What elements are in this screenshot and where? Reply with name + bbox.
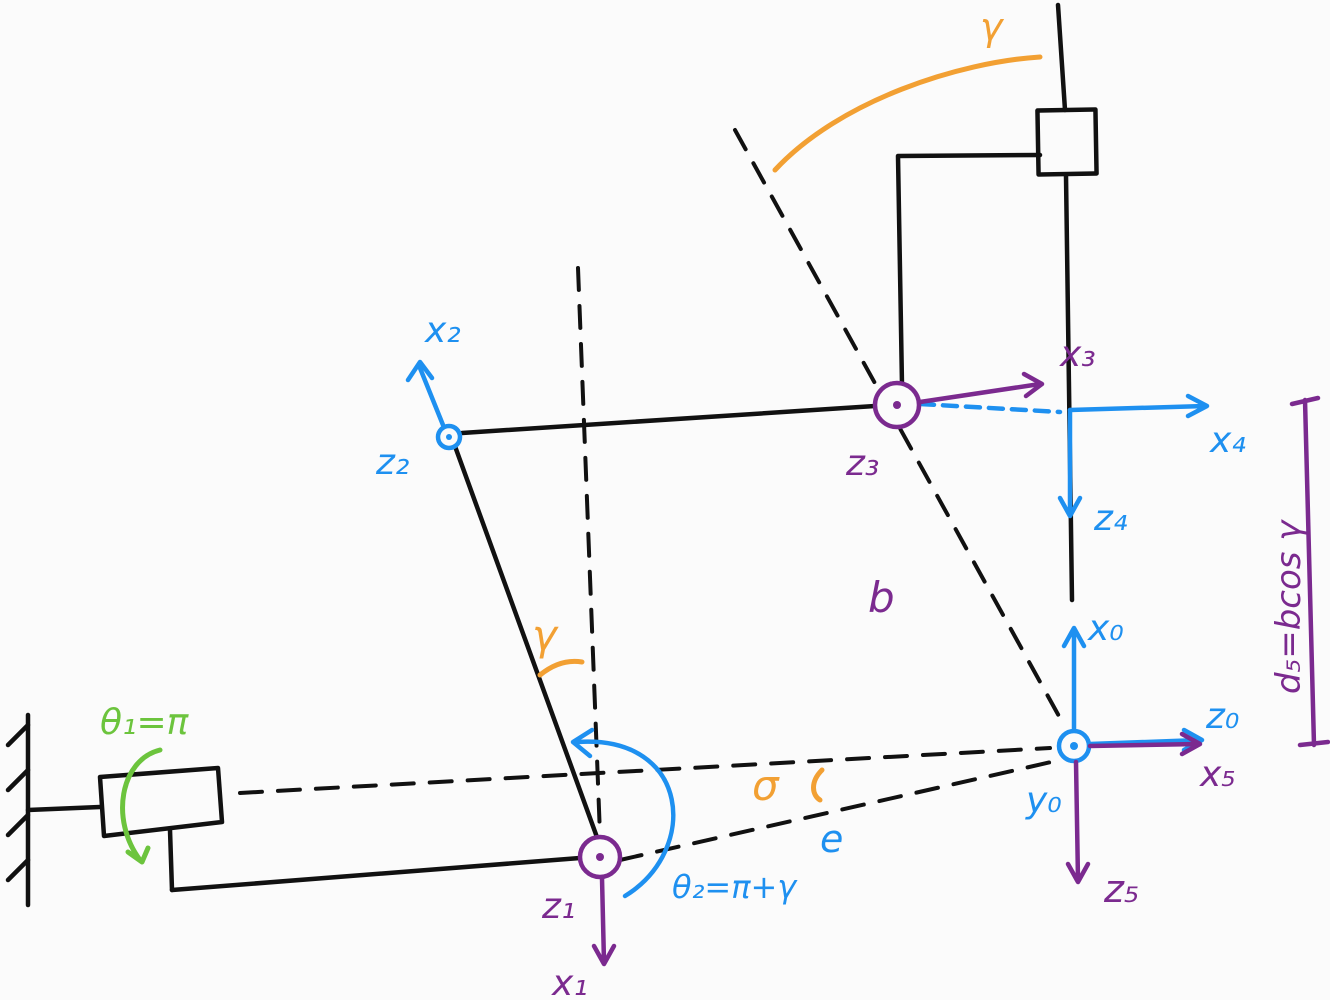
sigma-label: σ [752,761,780,810]
z5-label: z₅ [1103,867,1139,911]
e-label: e [820,817,843,861]
x5-label: x₅ [1199,754,1236,795]
x5-arrow [1087,731,1203,757]
x3-x4-link [917,401,1063,415]
x0-arrow [1061,625,1087,733]
frame-1 [577,834,623,967]
x2-arrow [405,359,446,428]
theta2-label: θ₂=π+γ [672,868,798,906]
frame-3 [872,371,1045,430]
link-1 [169,855,583,893]
ground-wall [5,712,103,908]
x1-label: x₁ [551,963,588,1000]
z4-label: z₄ [1093,498,1128,539]
z4-arrow [1057,407,1083,519]
z1-label: z₁ [541,886,575,927]
gamma-mid-arc [537,658,585,678]
gamma-top-arc [772,54,1043,173]
link-5-rail [1055,2,1075,603]
x4-arrow [1067,393,1210,419]
link-4-vertical [895,152,1043,388]
b-label: b [868,573,895,622]
frame-2 [405,359,463,451]
z0-label: z₀ [1205,696,1239,737]
frame-0 [1056,625,1205,764]
link-2 [449,435,601,843]
joint-4-block [1035,107,1099,177]
link-3 [459,403,878,436]
x0-label: x₀ [1087,608,1124,649]
gamma-mid-label: γ [532,611,559,660]
z0-arrow [1087,727,1205,753]
y0-label: y₀ [1025,780,1062,821]
dashed-construction-lines [238,128,1062,862]
theta1-rotation [120,747,163,865]
prismatic-block [97,765,225,893]
z5-arrow [1065,759,1091,885]
frame-4 [917,393,1210,519]
d5-dimension [1289,395,1330,748]
x1-arrow [591,875,617,967]
x2-label: x₂ [424,310,461,351]
frame-5 [1065,731,1203,885]
x4-label: x₄ [1209,420,1246,461]
z3-label: z₃ [845,443,879,484]
theta1-label: θ₁=π [100,702,190,743]
d5-label: d₅=bcos γ [1269,519,1309,694]
sigma-arc [811,767,825,803]
z2-label: z₂ [375,442,409,483]
x3-arrow [917,371,1045,405]
gamma-top-label: γ [980,5,1005,49]
x3-label: x₃ [1059,334,1096,375]
theta2-arc [570,727,676,899]
